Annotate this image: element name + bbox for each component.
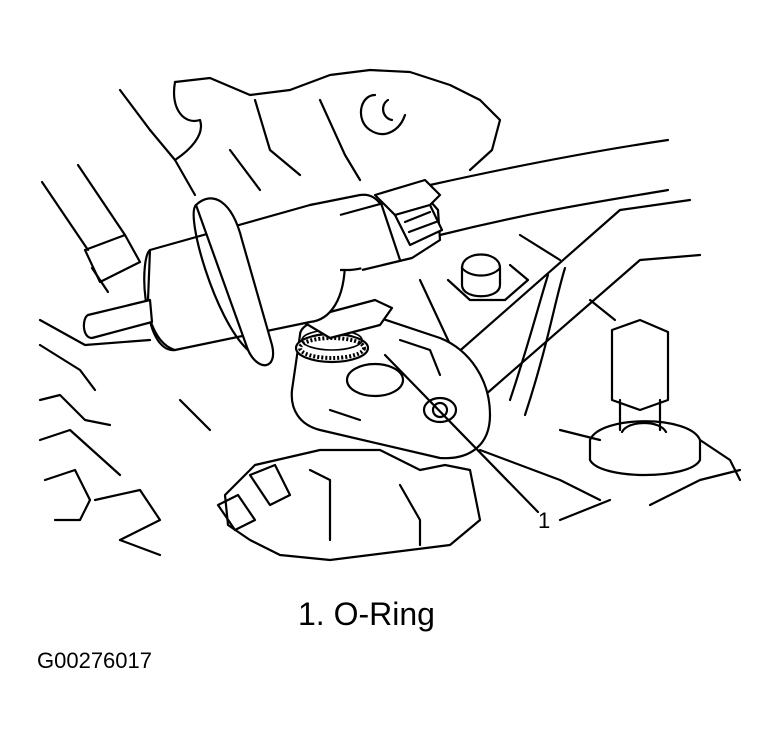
- fuel-pressure-regulator-body: [82, 178, 444, 367]
- callout-number: 1: [538, 508, 551, 533]
- callout-leader-line: [383, 353, 540, 514]
- figure-caption: 1. O-Ring: [298, 596, 435, 632]
- engine-background-lines: [38, 68, 742, 557]
- figure-id: G00276017: [37, 648, 152, 673]
- lower-housing: [216, 448, 482, 562]
